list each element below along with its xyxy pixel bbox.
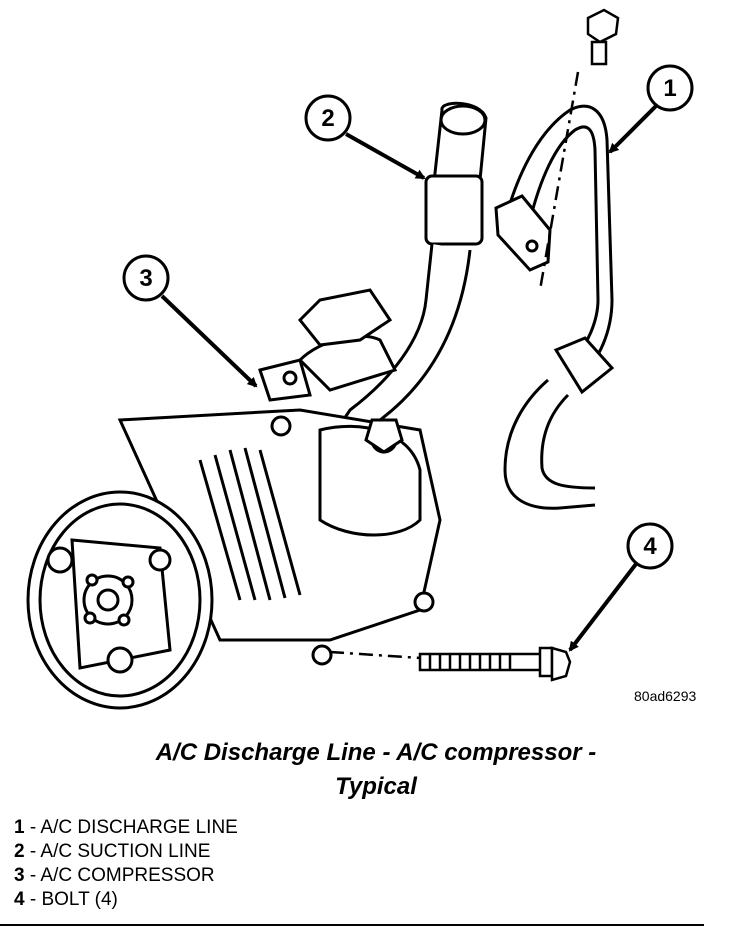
discharge-line-bolt-icon xyxy=(538,8,620,291)
legend-number: 3 xyxy=(14,865,25,886)
legend-number: 4 xyxy=(14,889,25,910)
callout-4: 4 xyxy=(568,522,674,652)
legend-list: 1 - A/C DISCHARGE LINE 2 - A/C SUCTION L… xyxy=(14,816,238,912)
callout-1: 1 xyxy=(608,64,694,154)
compressor-illustration: 1 2 3 4 xyxy=(26,8,694,710)
legend-item: 2 - A/C SUCTION LINE xyxy=(14,840,238,864)
suction-line xyxy=(327,101,488,454)
legend-number: 1 xyxy=(14,817,25,838)
legend-item: 3 - A/C COMPRESSOR xyxy=(14,864,238,888)
bottom-divider xyxy=(0,924,704,926)
legend-label: A/C DISCHARGE LINE xyxy=(40,817,238,838)
legend-label: BOLT (4) xyxy=(41,889,118,910)
callout-3-number: 3 xyxy=(139,265,152,292)
legend-item: 4 - BOLT (4) xyxy=(14,888,238,912)
legend-separator: - xyxy=(24,841,41,862)
figure-caption: A/C Discharge Line - A/C compressor - Ty… xyxy=(0,736,752,804)
legend-separator: - xyxy=(24,889,42,910)
legend-label: A/C SUCTION LINE xyxy=(40,841,211,862)
legend-label: A/C COMPRESSOR xyxy=(40,865,215,886)
caption-line-2: Typical xyxy=(335,773,417,800)
caption-line-1: A/C Discharge Line - A/C compressor - xyxy=(155,739,597,766)
compressor-clutch-pulley xyxy=(26,490,214,710)
callout-4-number: 4 xyxy=(643,533,657,560)
callout-2: 2 xyxy=(304,94,426,180)
legend-item: 1 - A/C DISCHARGE LINE xyxy=(14,816,238,840)
legend-number: 2 xyxy=(14,841,25,862)
legend-separator: - xyxy=(24,865,41,886)
callout-1-number: 1 xyxy=(663,75,676,102)
mounting-bolt-icon xyxy=(329,646,572,682)
legend-separator: - xyxy=(24,817,41,838)
discharge-line xyxy=(494,104,615,510)
callout-2-number: 2 xyxy=(321,105,334,132)
figure-code: 80ad6293 xyxy=(634,688,697,704)
callout-3: 3 xyxy=(122,254,258,388)
